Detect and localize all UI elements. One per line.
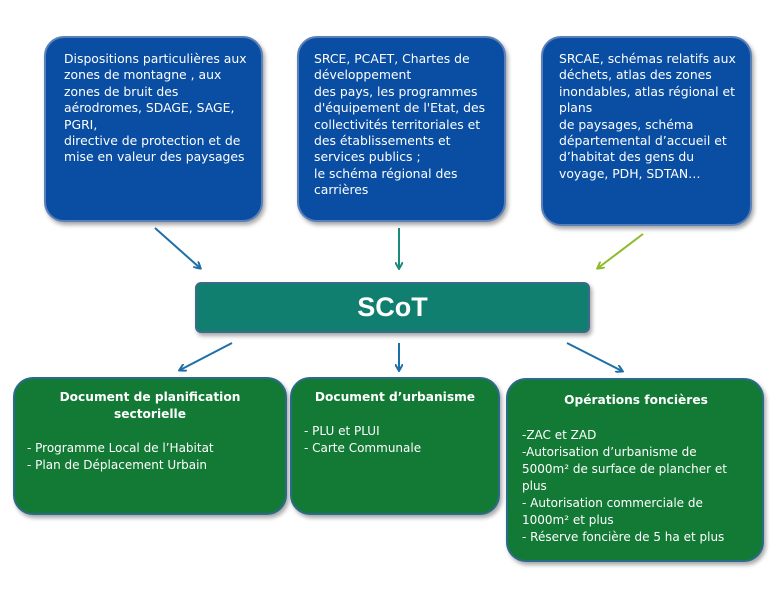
top-box-line: des établissements et	[314, 133, 451, 149]
bottom-box-title: Document d’urbanisme	[314, 390, 476, 404]
top-box-line: zones de montagne , aux	[64, 67, 222, 83]
top-box-right: SRCAE, schémas relatifs aux déchets, atl…	[541, 36, 752, 226]
bottom-box-line: - Plan de Déplacement Urbain	[27, 458, 208, 472]
bottom-box-line: - Autorisation commerciale de	[522, 496, 703, 510]
bottom-box-left: Document de planification sectorielle - …	[13, 377, 287, 515]
top-box-line: directive de protection et de	[64, 133, 241, 149]
top-box-line: Dispositions particulières aux	[64, 51, 247, 66]
bottom-box-center: Document d’urbanisme - PLU et PLUI - Car…	[290, 377, 500, 515]
bottom-box-line: - Carte Communale	[304, 441, 422, 455]
top-box-left: Dispositions particulières aux zones de …	[44, 36, 263, 222]
top-box-line: PGRI,	[64, 116, 98, 132]
top-box-center: SRCE, PCAET, Chartes de développement de…	[297, 36, 506, 222]
bottom-box-line: 1000m² et plus	[522, 513, 614, 527]
top-box-line: zones de bruit des	[64, 83, 179, 99]
top-box-line: services publics ;	[314, 149, 421, 165]
top-box-line: départemental d’accueil et	[559, 133, 727, 149]
bottom-box-line: - Programme Local de l’Habitat	[27, 441, 214, 455]
top-box-line: d'équipement de l'Etat, des	[314, 100, 486, 116]
top-box-line: plans	[559, 100, 593, 116]
top-box-line: SRCAE, schémas relatifs aux	[559, 51, 736, 66]
bottom-box-right: Opérations foncières -ZAC et ZAD -Autori…	[506, 378, 764, 562]
top-box-line: le schéma régional des	[314, 165, 458, 181]
bottom-box-line: -ZAC et ZAD	[522, 428, 597, 442]
top-box-line: collectivités territoriales et	[314, 116, 481, 132]
top-box-line: carrières	[314, 182, 369, 198]
arrow-top-right	[598, 233, 644, 268]
top-box-line: développement	[314, 67, 412, 83]
scot-center-box: SCoT	[195, 282, 590, 333]
top-box-line: aérodromes, SDAGE, SAGE,	[64, 100, 235, 116]
bottom-box-line: - Réserve foncière de 5 ha et plus	[522, 530, 725, 544]
top-box-line: SRCE, PCAET, Chartes de	[314, 51, 470, 66]
arrow-bottom-right	[566, 342, 622, 371]
top-box-line: de paysages, schéma	[559, 116, 694, 132]
top-box-line: inondables, atlas régional et	[559, 83, 735, 99]
top-box-line: mise en valeur des paysages	[64, 149, 245, 165]
top-box-line: voyage, PDH, SDTAN…	[559, 165, 701, 181]
top-box-line: d’habitat des gens du	[559, 149, 695, 165]
bottom-box-title: Document de planification sectorielle	[59, 390, 241, 421]
bottom-box-line: -Autorisation d’urbanisme de	[522, 445, 697, 459]
bottom-box-title: Opérations foncières	[564, 393, 708, 407]
bottom-box-line: plus	[522, 479, 547, 493]
bottom-box-line: 5000m² de surface de plancher et	[522, 462, 727, 476]
bottom-box-line: - PLU et PLUI	[304, 424, 380, 438]
arrow-bottom-left	[180, 342, 233, 370]
top-box-line: des pays, les programmes	[314, 83, 478, 99]
top-box-line: déchets, atlas des zones	[559, 67, 712, 83]
arrow-top-left	[154, 227, 200, 268]
